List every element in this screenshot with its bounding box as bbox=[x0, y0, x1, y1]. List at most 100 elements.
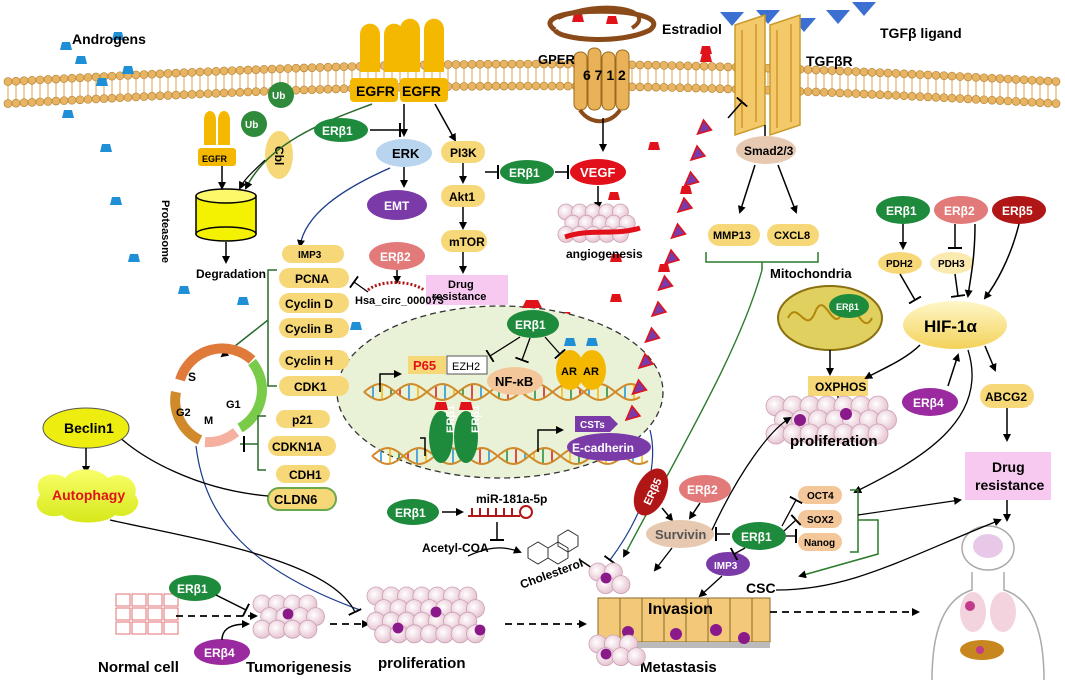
erb4-label-tumor: ERβ4 bbox=[204, 646, 235, 660]
oct4-node bbox=[798, 486, 842, 504]
pdh3-label: PDH3 bbox=[938, 259, 965, 270]
cyclin-b-node bbox=[279, 318, 349, 338]
drug-resistance-label-2a: Drug bbox=[992, 459, 1025, 475]
cdk1-node bbox=[279, 376, 349, 396]
erb1-node-tumor bbox=[169, 575, 221, 601]
tgfb-ligands bbox=[720, 2, 876, 32]
egfr-receptors bbox=[350, 18, 448, 102]
erb1-node-surv bbox=[732, 522, 786, 550]
cell-cycle-wheel bbox=[170, 343, 267, 448]
erb1-dimer-2 bbox=[454, 411, 478, 463]
erb1-node-vegf bbox=[500, 160, 554, 184]
smad-label: Smad2/3 bbox=[744, 144, 794, 158]
autophagy-label: Autophagy bbox=[52, 487, 125, 503]
cxcl8-node bbox=[767, 224, 819, 246]
erb2-label-surv: ERβ2 bbox=[687, 483, 718, 497]
cyclin-h-node bbox=[279, 350, 349, 370]
cdh1-label: CDH1 bbox=[289, 468, 322, 482]
proteasome-cylinder bbox=[195, 188, 257, 242]
proliferation-cells-bottom bbox=[366, 586, 486, 644]
mmp13-node bbox=[708, 224, 760, 246]
internalized-egfr bbox=[198, 111, 236, 166]
p65-node bbox=[408, 356, 446, 374]
pcna-label: PCNA bbox=[295, 272, 329, 286]
nfkb-node bbox=[487, 367, 543, 395]
tgfbr-label: TGFβR bbox=[806, 53, 853, 69]
cdkn1a-node bbox=[268, 436, 336, 456]
cldn6-node bbox=[267, 487, 337, 511]
proliferation-cells-right bbox=[765, 395, 897, 445]
cldn6-label: CLDN6 bbox=[274, 492, 317, 507]
androgen-ligands bbox=[60, 32, 362, 330]
erb1-label-mir: ERβ1 bbox=[395, 506, 426, 520]
drug-resistance-label-2b: resistance bbox=[975, 477, 1044, 493]
phase-s-label: S bbox=[188, 370, 196, 384]
nanog-node bbox=[798, 533, 842, 551]
invasion-label: Invasion bbox=[648, 601, 713, 618]
erb1-node-mir bbox=[387, 499, 439, 525]
ezh2-label: EZH2 bbox=[452, 361, 480, 373]
vegf-node bbox=[570, 159, 626, 185]
p21-label: p21 bbox=[292, 413, 313, 427]
estradiol-ligands bbox=[560, 14, 712, 320]
erb1-label-nucleus: ERβ1 bbox=[515, 318, 546, 332]
metastasis-cells bbox=[588, 634, 646, 666]
erk-node bbox=[376, 139, 432, 167]
ub-label-2: Ub bbox=[245, 120, 258, 131]
ar-node-2 bbox=[578, 350, 606, 390]
beclin1-label: Beclin1 bbox=[64, 420, 114, 436]
ecadherin-node bbox=[567, 433, 651, 461]
erb1-label-surv: ERβ1 bbox=[741, 530, 772, 544]
invasion-tissue bbox=[597, 597, 771, 648]
mir-label: miR-181a-5p bbox=[476, 492, 547, 506]
tumorigenesis-cells bbox=[252, 594, 325, 639]
csts-node bbox=[575, 416, 618, 432]
erb2-label-hif: ERβ2 bbox=[944, 204, 975, 218]
imp3-node-left bbox=[282, 245, 344, 263]
ar-label-1: AR bbox=[561, 366, 577, 378]
egfr-label-1: EGFR bbox=[356, 83, 395, 99]
proteasome-label: Proteasome bbox=[159, 200, 171, 263]
erb1-dimer-label-1: ERβ1 bbox=[445, 405, 457, 433]
cyclin-d-node bbox=[279, 293, 349, 313]
oxphos-label: OXPHOS bbox=[815, 380, 866, 394]
gper-segments-label: 6 7 1 2 bbox=[583, 67, 626, 83]
ub-circle-1 bbox=[268, 82, 294, 108]
sox2-node bbox=[798, 510, 842, 528]
degradation-label: Degradation bbox=[196, 267, 266, 281]
cdh1-node bbox=[276, 465, 330, 483]
tgfbr-receptor bbox=[734, 13, 801, 137]
erb1-label-mito: ERβ1 bbox=[836, 302, 859, 312]
cdkn1a-label: CDKN1A bbox=[272, 440, 322, 454]
cholesterol-label: Cholesterol bbox=[518, 556, 585, 592]
erb1-label-tumor: ERβ1 bbox=[177, 582, 208, 596]
erb1-node-nucleus bbox=[507, 310, 559, 338]
pdh3-node bbox=[930, 252, 974, 274]
erb1-label-vegf: ERβ1 bbox=[509, 166, 540, 180]
smad-node bbox=[736, 136, 796, 164]
drug-resistance-label-1b: resistance bbox=[432, 291, 486, 303]
erb4-node-hif bbox=[902, 388, 958, 416]
ecadherin-label: E-cadherin bbox=[572, 441, 634, 455]
oct4-label: OCT4 bbox=[807, 491, 834, 502]
p21-node bbox=[276, 410, 330, 428]
mitochondria-shape bbox=[777, 285, 883, 351]
erb4-label-hif: ERβ4 bbox=[913, 396, 944, 410]
tgfb-ligand-label: TGFβ ligand bbox=[880, 25, 962, 41]
sox2-label: SOX2 bbox=[807, 515, 834, 526]
imp3-label-surv: IMP3 bbox=[714, 561, 738, 572]
angiogenesis-label: angiogenesis bbox=[566, 247, 643, 261]
estradiol-label: Estradiol bbox=[662, 21, 722, 37]
proliferation-label-right: proliferation bbox=[790, 433, 878, 450]
ub-circle-2 bbox=[241, 111, 267, 137]
cell-membrane bbox=[3, 59, 1061, 108]
hsa-circ-label: Hsa_circ_000073 bbox=[355, 295, 444, 307]
imp3-node-surv bbox=[706, 552, 750, 576]
ar-node-1 bbox=[556, 350, 584, 390]
erb5-label-hif: ERβ5 bbox=[1002, 204, 1033, 218]
emt-label: EMT bbox=[384, 199, 410, 213]
survivin-label: Survivin bbox=[655, 527, 706, 542]
erb2-node-hif bbox=[934, 196, 988, 224]
drug-resistance-box-1 bbox=[426, 275, 508, 305]
